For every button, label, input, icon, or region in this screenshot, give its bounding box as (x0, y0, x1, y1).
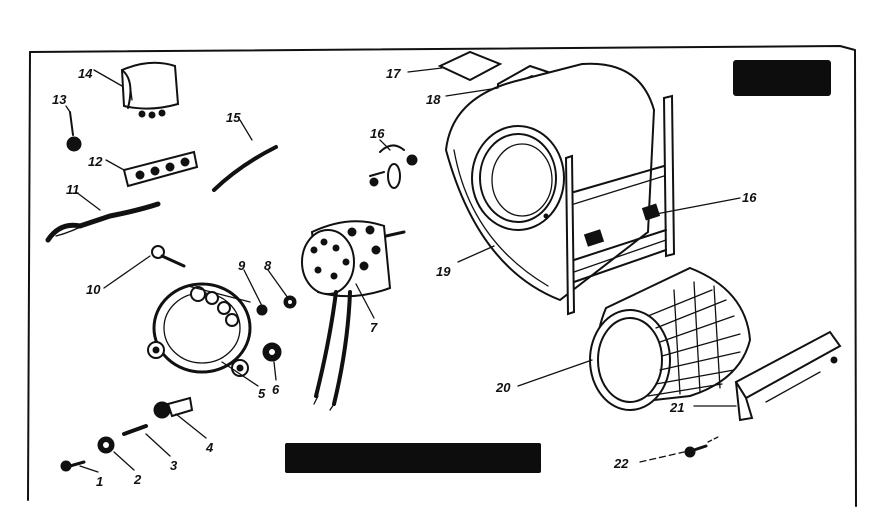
part-16-clip-left (369, 144, 418, 189)
label-part-8: 8 (264, 258, 272, 273)
part-4-nut (153, 396, 194, 419)
label-part-16-left: 16 (370, 126, 385, 141)
part-5-motor-mount (147, 282, 252, 377)
label-part-6: 6 (272, 382, 280, 397)
part-17-plate (437, 50, 503, 82)
part-16-clip-right (647, 211, 653, 217)
part-21-cutoff-plate (734, 330, 842, 422)
label-part-14: 14 (78, 66, 93, 81)
part-10-bolt (151, 245, 186, 268)
diagram-frame (27, 45, 857, 507)
label-part-11: 11 (66, 182, 80, 197)
label-part-22: 22 (613, 456, 629, 471)
part-11-wire-harness (45, 201, 161, 243)
part-3-pin (122, 424, 148, 436)
part-22-screw (684, 444, 708, 458)
part-7-blower-motor (301, 220, 406, 411)
label-part-5: 5 (258, 386, 266, 401)
part-1-screw (60, 460, 86, 472)
label-part-21: 21 (669, 400, 684, 415)
label-part-7: 7 (370, 320, 378, 335)
leader-lines (65, 67, 741, 473)
part-12-terminal-strip (122, 150, 199, 188)
label-part-2: 2 (133, 472, 142, 487)
part-20-blower-wheel (589, 266, 752, 411)
label-part-20: 20 (495, 380, 511, 395)
label-part-15: 15 (226, 110, 241, 125)
label-part-13: 13 (52, 92, 67, 107)
label-part-4: 4 (205, 440, 214, 455)
part-2-nut (97, 436, 115, 454)
label-part-18: 18 (426, 92, 441, 107)
redacted-label-bottom (285, 443, 541, 473)
part-labels: 14 13 12 15 11 10 9 8 7 6 5 4 3 2 1 16 1… (52, 66, 757, 489)
part-13-screw (66, 111, 82, 152)
label-part-12: 12 (88, 154, 103, 169)
label-part-16-right: 16 (742, 190, 757, 205)
part-19-blower-housing (444, 62, 676, 316)
label-part-9: 9 (238, 258, 246, 273)
part-15-wire (212, 145, 278, 192)
label-part-10: 10 (86, 282, 101, 297)
part-14-relay (120, 61, 180, 119)
label-part-17: 17 (386, 66, 401, 81)
part-8-nut (283, 295, 297, 309)
part-6-grommet (262, 342, 282, 362)
label-part-1: 1 (96, 474, 103, 489)
label-part-19: 19 (436, 264, 451, 279)
label-part-3: 3 (170, 458, 178, 473)
redacted-label-top-right (733, 60, 831, 96)
